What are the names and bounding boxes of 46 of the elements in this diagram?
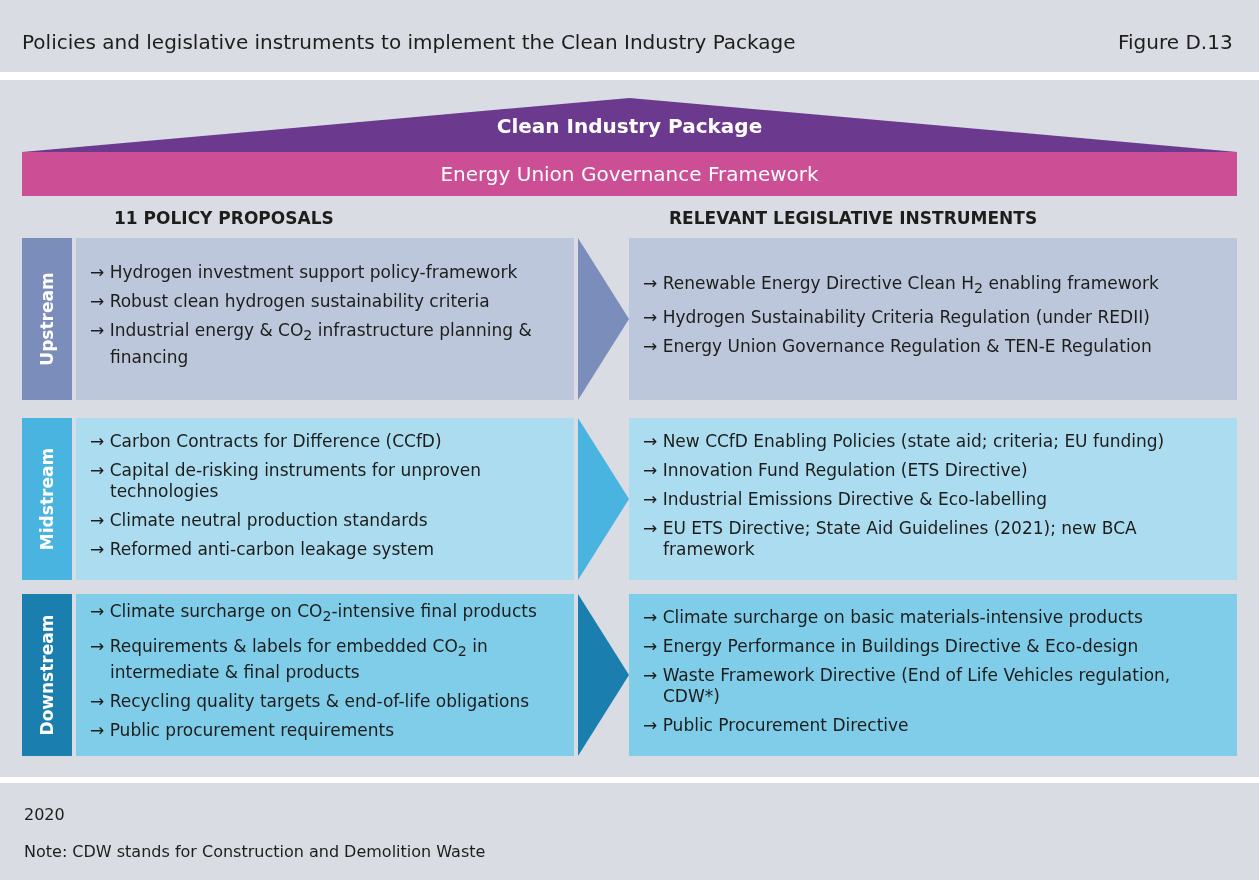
list-panel	[76, 238, 574, 400]
list-item: → Carbon Contracts for Difference (CCfD)	[90, 430, 443, 452]
list-item: → Public Procurement Directive	[643, 714, 910, 736]
stage-label: Midstream	[37, 447, 57, 551]
list-item: → Hydrogen investment support policy-framework	[90, 262, 519, 284]
list-panel	[629, 594, 1237, 756]
figure-title: Policies and legislative instruments to implement the Clean Industry Package	[22, 30, 796, 54]
list-item: → Capital de-risking instruments for unproven technologies	[90, 459, 483, 502]
chevron-arrow	[578, 418, 629, 580]
list-panel	[629, 418, 1237, 580]
stage-label: Upstream	[37, 272, 57, 366]
list-item: → EU ETS Directive; State Aid Guidelines (2021); new BCA framework	[643, 517, 1138, 560]
figure-number: Figure D.13	[1118, 30, 1233, 54]
column-heading: 11 POLICY PROPOSALS	[114, 208, 334, 228]
chevron-arrow	[578, 594, 629, 756]
list-item: → Public procurement requirements	[90, 719, 395, 741]
list-panel	[76, 594, 574, 756]
package-heading: Clean Industry Package	[495, 114, 764, 138]
list-item: → New CCfD Enabling Policies (state aid; criteria; EU funding)	[643, 430, 1166, 452]
list-panel	[76, 418, 574, 580]
list-item: → Climate surcharge on basic materials-intensive products	[643, 606, 1144, 628]
source-note: 2020	[24, 805, 65, 824]
stage-tab	[22, 238, 72, 400]
framework-label: Energy Union Governance Framework	[440, 162, 819, 186]
list-item: → Requirements & labels for embedded CO$_{2}$ in intermediate & final products	[90, 635, 489, 683]
list-item: → Industrial Emissions Directive & Eco-labelling	[643, 488, 1048, 510]
stage-label: Downstream	[37, 614, 57, 736]
list-item: → Reformed anti-carbon leakage system	[90, 538, 435, 560]
list-item: → Hydrogen Sustainability Criteria Regulation (under REDII)	[643, 307, 1151, 329]
footnote: Note: CDW stands for Construction and Demolition Waste	[24, 842, 486, 861]
stage-tab	[22, 594, 72, 756]
chevron-arrow	[578, 238, 629, 400]
list-item: → Energy Union Governance Regulation & TEN-E Regulation	[643, 336, 1153, 358]
list-panel	[629, 238, 1237, 400]
framework-band	[22, 152, 1237, 196]
list-item: → Recycling quality targets & end-of-life obligations	[90, 690, 531, 712]
list-item: → Energy Performance in Buildings Directive & Eco-design	[643, 635, 1140, 657]
stage-tab	[22, 418, 72, 580]
list-item: → Industrial energy & CO$_{2}$ infrastructure planning & financing	[90, 320, 533, 368]
list-item: → Waste Framework Directive (End of Life Vehicles regulation, CDW*)	[643, 664, 1172, 707]
list-item: → Renewable Energy Directive Clean H$_{2}$ enabling framework	[643, 272, 1160, 299]
list-item: → Robust clean hydrogen sustainability criteria	[90, 291, 491, 313]
list-item: → Climate neutral production standards	[90, 509, 429, 531]
column-heading: RELEVANT LEGISLATIVE INSTRUMENTS	[669, 208, 1038, 228]
list-item: → Innovation Fund Regulation (ETS Directive)	[643, 459, 1029, 481]
list-item: → Climate surcharge on CO$_{2}$-intensive final products	[90, 601, 538, 627]
